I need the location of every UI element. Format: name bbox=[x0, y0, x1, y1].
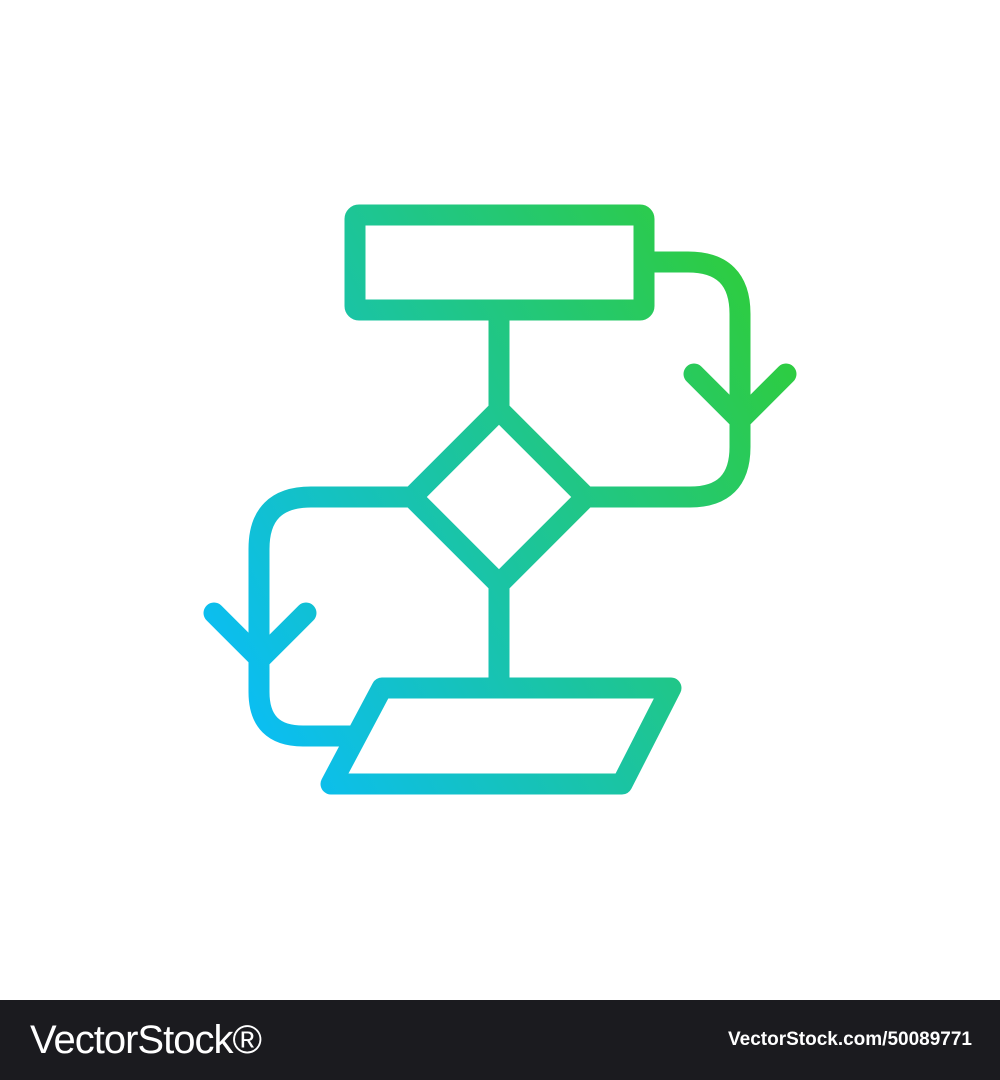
right-arrowhead-icon bbox=[683, 363, 797, 431]
image-id-label: VectorStock.com/50089771 bbox=[728, 1029, 972, 1050]
right-loop-path bbox=[575, 251, 751, 508]
left-loop-path bbox=[248, 486, 423, 747]
brand-logo[interactable]: VectorStock® bbox=[30, 1017, 262, 1062]
flowchart-icon bbox=[203, 204, 797, 795]
left-arrowhead-icon bbox=[203, 602, 317, 670]
decision-diamond-shape bbox=[401, 399, 597, 595]
process-box-shape bbox=[344, 204, 655, 321]
io-parallelogram-shape bbox=[320, 677, 682, 795]
illustration-canvas bbox=[203, 204, 797, 795]
watermark-footer: VectorStock® VectorStock.com/50089771 bbox=[0, 1000, 1000, 1080]
